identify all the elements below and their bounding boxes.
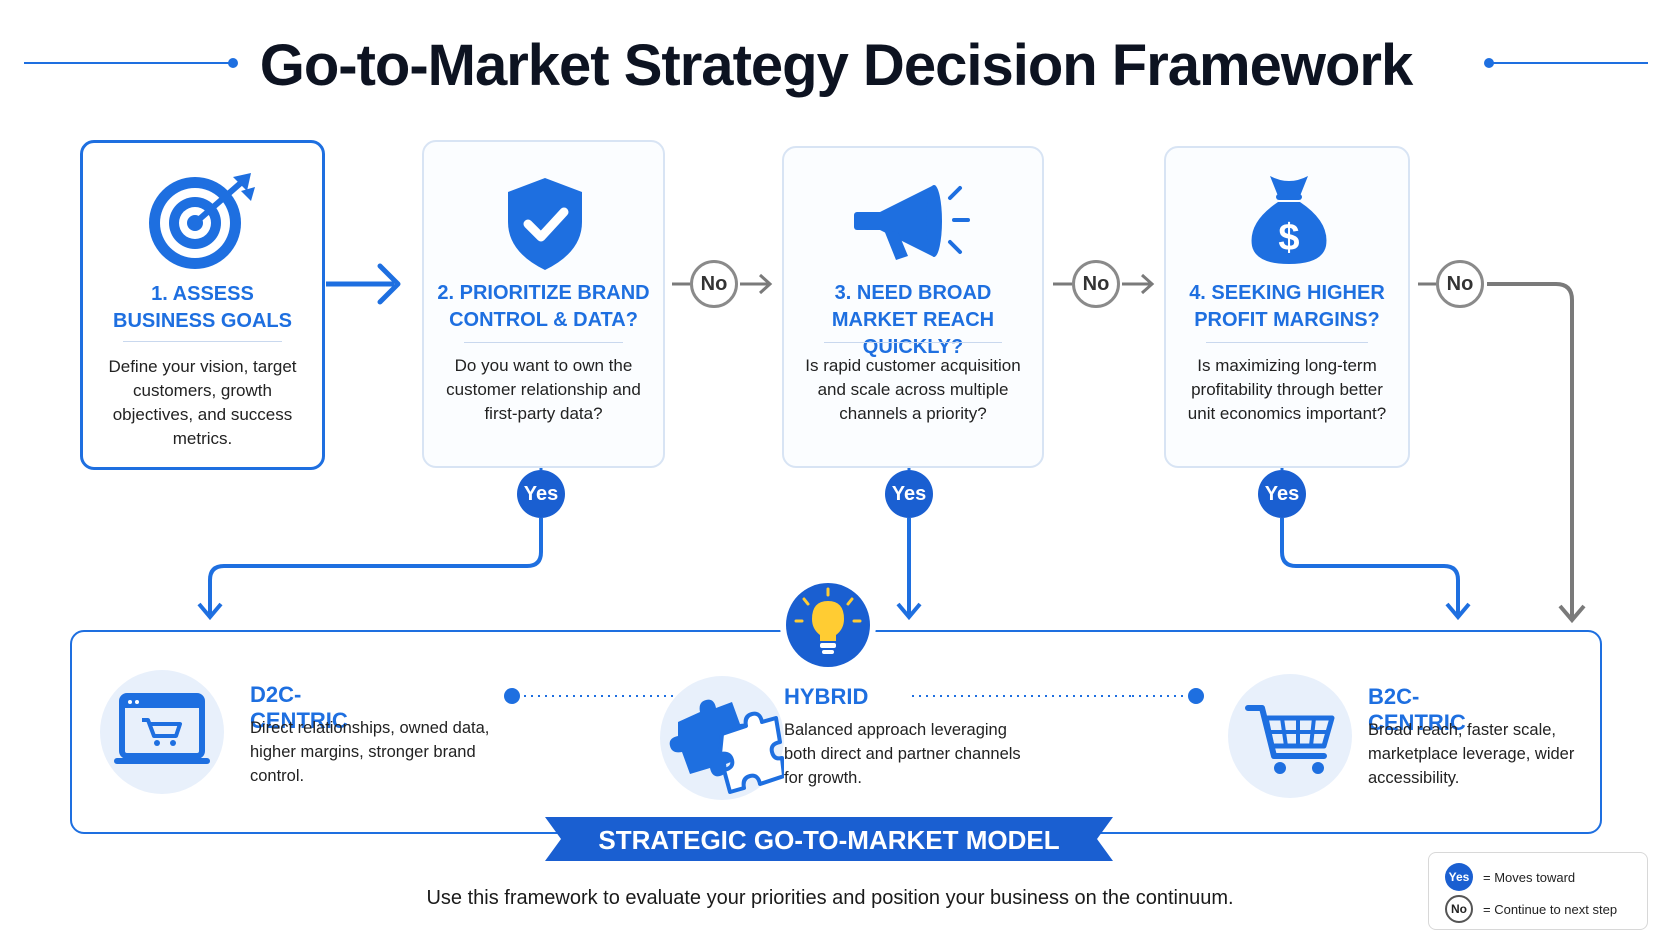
model-description: Broad reach, faster scale, marketplace l… [1368, 721, 1575, 787]
target-icon [83, 171, 322, 271]
arrow-yes-step2-to-d2c [197, 468, 543, 621]
step-description: Is maximizing long-term profitability th… [1187, 356, 1387, 423]
footnote: Use this framework to evaluate your prio… [426, 887, 1234, 909]
legend-yes-row: Yes = Moves toward [1445, 863, 1575, 891]
arrow-step1-to-step2 [326, 263, 401, 305]
megaphone-icon [784, 168, 1042, 268]
shield-check-icon [424, 170, 663, 270]
title-dot-left [228, 58, 238, 68]
arrow-no-step3-to-step4 [1053, 273, 1155, 295]
laptop-cart-icon [100, 670, 224, 794]
no-badge: No [690, 260, 738, 308]
step-card-profit-margins: $ 4. SEEKING HIGHER PROFIT MARGINS? Is m… [1164, 146, 1410, 468]
step-title: 1. ASSESS BUSINESS GOALS [113, 283, 292, 332]
step-divider [824, 342, 1002, 343]
title-rule-left [24, 62, 232, 64]
arrow-yes-step4-to-b2c [1280, 450, 1471, 621]
step-title: 2. PRIORITIZE BRAND CONTROL & DATA? [437, 282, 650, 331]
strategic-model-banner: STRATEGIC GO-TO-MARKET MODEL [545, 815, 1113, 863]
page-title: Go-to-Market Strategy Decision Framework [259, 33, 1414, 98]
legend-no-row: No = Continue to next step [1445, 895, 1617, 923]
legend-no-badge: No [1445, 895, 1473, 923]
step-card-assess-goals: 1. ASSESS BUSINESS GOALS Define your vis… [80, 140, 325, 470]
money-bag-icon: $ [1166, 168, 1408, 268]
arrow-no-step2-to-step3 [672, 273, 773, 295]
yes-badge: Yes [1258, 470, 1306, 518]
title-dot-right [1484, 58, 1494, 68]
no-badge: No [1072, 260, 1120, 308]
step-description: Define your vision, target customers, gr… [108, 357, 297, 448]
shopping-cart-icon [1228, 674, 1352, 798]
step-card-market-reach: 3. NEED BROAD MARKET REACH QUICKLY? Is r… [782, 146, 1044, 468]
legend: Yes = Moves toward No = Continue to next… [1428, 852, 1648, 930]
puzzle-icon [660, 676, 786, 800]
step-title: 3. NEED BROAD MARKET REACH QUICKLY? [831, 282, 995, 358]
step-divider [1206, 342, 1368, 343]
lightbulb-icon [780, 577, 876, 673]
step-description: Is rapid customer acquisition and scale … [805, 356, 1021, 423]
step-divider [123, 341, 282, 342]
model-description: Balanced approach leveraging both direct… [784, 721, 1021, 787]
continuum-line [504, 688, 1204, 704]
no-badge: No [1436, 260, 1484, 308]
legend-no-text: = Continue to next step [1483, 901, 1618, 917]
title-rule-right [1490, 62, 1648, 64]
banner-label: STRATEGIC GO-TO-MARKET MODEL [598, 825, 1060, 855]
yes-badge: Yes [517, 470, 565, 518]
svg-text:$: $ [1278, 217, 1299, 259]
arrow-no-step4-to-b2c [1418, 282, 1586, 624]
legend-yes-badge: Yes [1445, 863, 1473, 891]
yes-badge: Yes [885, 470, 933, 518]
model-title: D2C-CENTRIC [250, 682, 348, 733]
step-divider [464, 342, 623, 343]
model-description: Direct relationships, owned data, higher… [250, 719, 490, 785]
model-title: HYBRID [784, 684, 869, 709]
legend-yes-text: = Moves toward [1483, 869, 1576, 885]
step-description: Do you want to own the customer relation… [446, 356, 641, 423]
step-card-brand-control: 2. PRIORITIZE BRAND CONTROL & DATA? Do y… [422, 140, 665, 468]
title-bar: Go-to-Market Strategy Decision Framework [0, 22, 1672, 102]
step-title: 4. SEEKING HIGHER PROFIT MARGINS? [1189, 282, 1385, 331]
model-title: B2C-CENTRIC [1368, 684, 1466, 735]
